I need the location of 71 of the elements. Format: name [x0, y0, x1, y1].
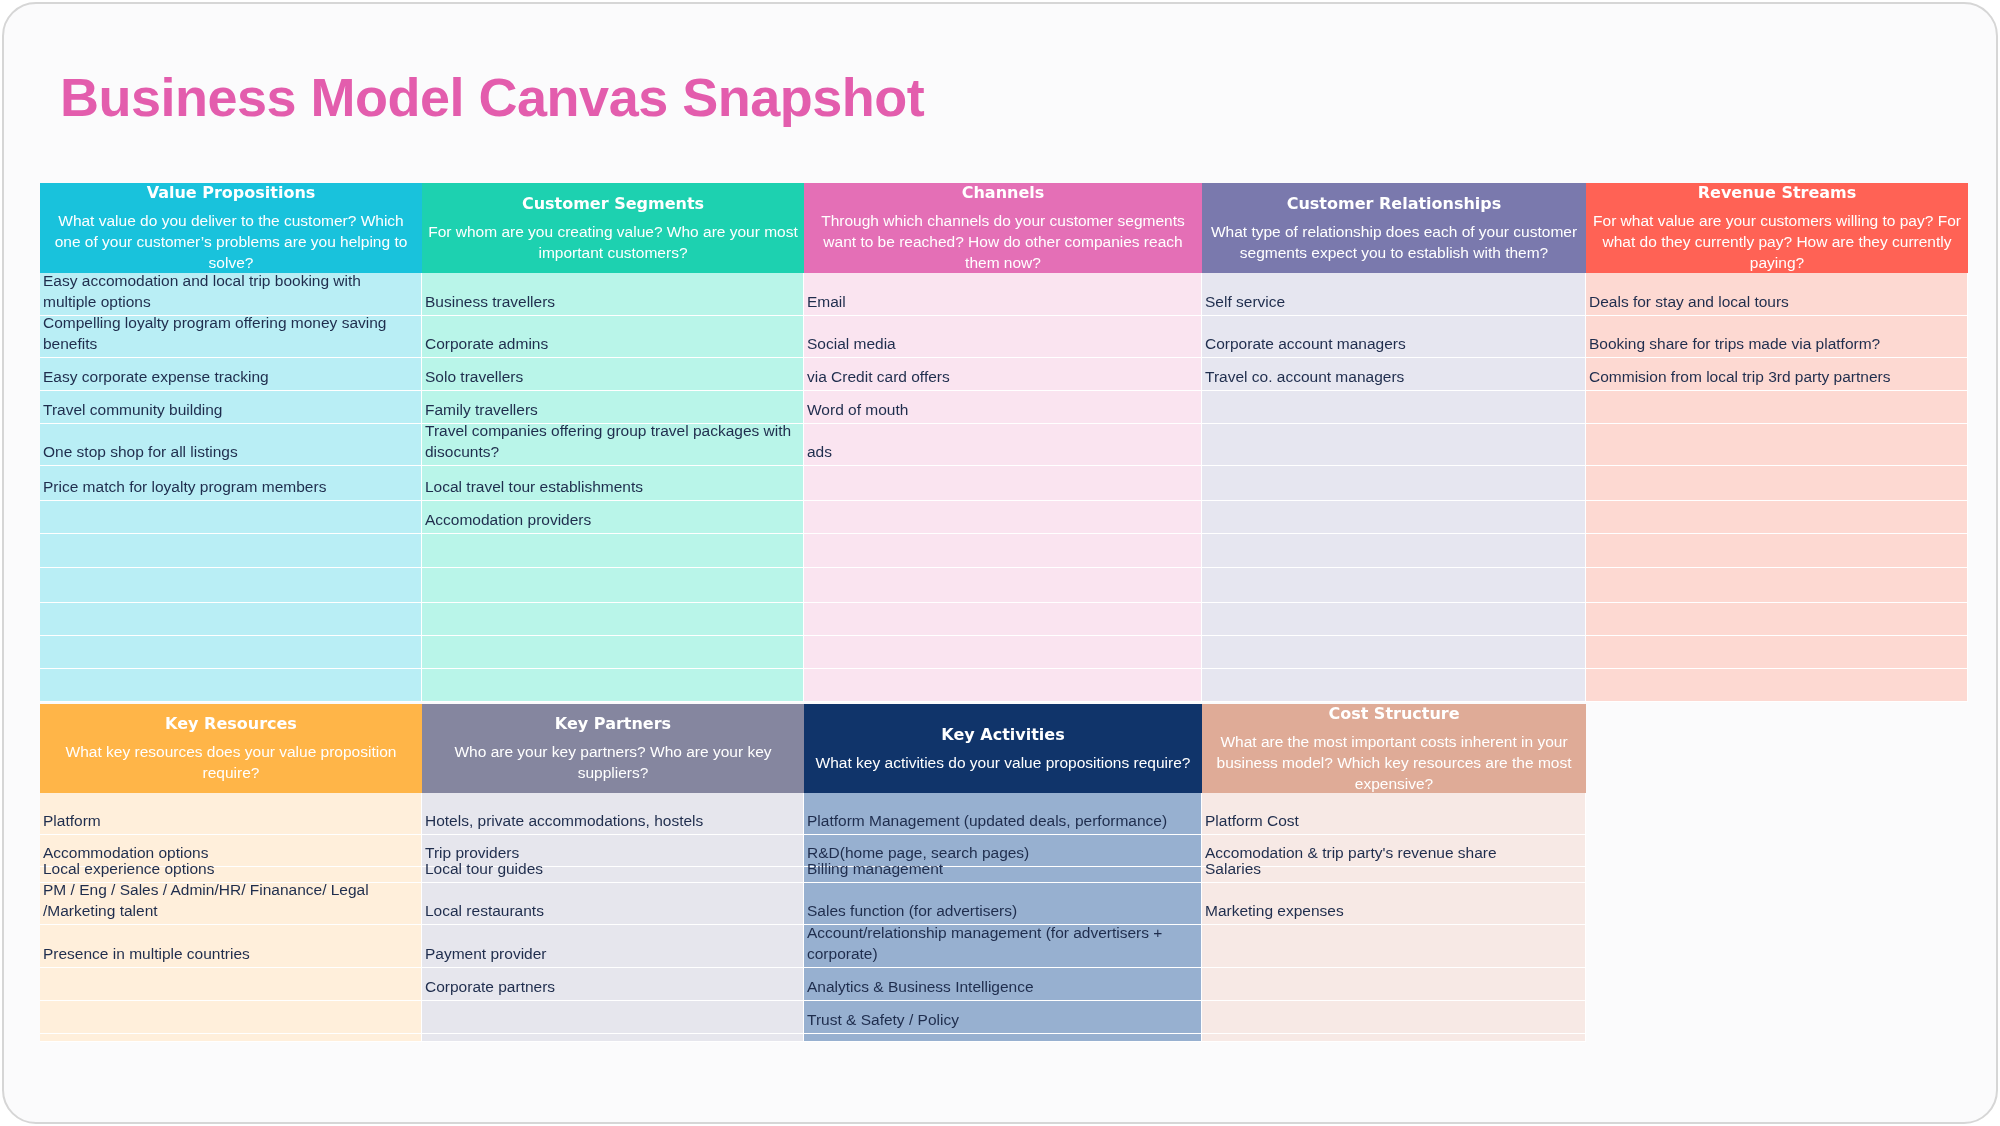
cell-text: Travel co. account managers: [1205, 367, 1405, 387]
header-title: Key Activities: [941, 724, 1065, 744]
cell-text: Booking share for trips made via platform?: [1589, 334, 1881, 354]
cell-text: Easy corporate expense tracking: [43, 367, 269, 387]
cell-text: Price match for loyalty program members: [43, 477, 327, 497]
header-title: Channels: [961, 183, 1045, 202]
cell-text: Easy accomodation and local trip booking with multiple options: [43, 271, 362, 312]
header-question: For whom are you creating value? Who are your most important customers?: [428, 221, 798, 263]
cell-text: Business travellers: [425, 292, 556, 312]
header-title: Revenue Streams: [1697, 183, 1857, 202]
cell-text: Travel companies offering group travel packages with disocunts?: [425, 421, 793, 462]
cell-text: Self service: [1205, 292, 1286, 312]
cell-text: Account/relationship management (for advertisers + corporate): [807, 923, 1164, 964]
cell-text: Platform Management (updated deals, performance): [807, 811, 1168, 831]
cell-text: Presence in multiple countries: [43, 944, 250, 964]
header-question: What type of relationship does each of your customer segments expect you to establish with them?: [1209, 221, 1579, 263]
cell-text: Corporate account managers: [1205, 334, 1406, 354]
cell-text: PM / Eng / Sales / Admin/HR/ Finanance/ Legal /Marketing talent: [43, 880, 370, 921]
header-question: What key activities do your value propositions require?: [815, 752, 1191, 773]
cell-text: Hotels, private accommodations, hostels: [425, 811, 704, 831]
cell-text: Local experience options: [43, 860, 215, 879]
cell-text: Accomodation providers: [425, 510, 592, 530]
header-title: Customer Segments: [521, 193, 705, 213]
cell-text: Payment provider: [425, 944, 547, 964]
cell-text: Trip providers: [425, 843, 520, 863]
header-question: What are the most important costs inherent in your business model? Which key resources are the most expensive?: [1215, 731, 1573, 794]
column-header: [1202, 704, 1586, 793]
cell-text: Local tour guides: [425, 860, 544, 879]
cell-text: Platform: [43, 811, 101, 831]
cell-text: Corporate partners: [425, 977, 556, 997]
cell-text: Sales function (for advertisers): [807, 901, 1018, 921]
header-question: What key resources does your value proposition require?: [64, 742, 398, 783]
cell-text: R&D(home page, search pages): [807, 843, 1030, 863]
column-header: [422, 183, 804, 273]
header-question: What value do you deliver to the customer? Which one of your customer’s problems are you helping to solve?: [53, 211, 409, 273]
column-header: [804, 704, 1202, 793]
cell-text: Trust & Safety / Policy: [807, 1010, 959, 1030]
cell-text: via Credit card offers: [807, 367, 950, 387]
column-header: [40, 183, 422, 273]
cell-text: Social media: [807, 334, 896, 354]
header-title: Customer Relationships: [1286, 193, 1502, 213]
cell-text: Word of mouth: [807, 400, 909, 420]
header-title: Key Resources: [165, 714, 297, 733]
cell-text: Local travel tour establishments: [425, 477, 643, 497]
cell-text: One stop shop for all listings: [43, 442, 238, 462]
column-header: [1202, 183, 1586, 273]
header-question: For what value are your customers willing to pay? For what do they currently pay? How are they currently paying?: [1592, 211, 1962, 273]
header-title: Value Propositions: [146, 183, 316, 202]
column-header: [422, 704, 804, 793]
cell-text: Analytics & Business Intelligence: [807, 977, 1034, 997]
page-title: Business Model Canvas Snapshot: [60, 66, 925, 128]
cell-text: Family travellers: [425, 400, 538, 420]
column-header: [1586, 183, 1968, 273]
cell-text: Email: [807, 292, 846, 312]
cell-text: Deals for stay and local tours: [1589, 292, 1789, 312]
column-header: [40, 704, 422, 793]
header-title: Key Partners: [554, 714, 672, 733]
cell-text: Platform Cost: [1205, 811, 1299, 831]
cell-text: Compelling loyalty program offering money saving benefits: [43, 313, 388, 354]
cell-text: Local restaurants: [425, 901, 544, 921]
cell-text: ads: [807, 442, 832, 462]
cell-text: Commision from local trip 3rd party partners: [1589, 367, 1891, 387]
cell-text: Travel community building: [43, 400, 223, 420]
header-question: Through which channels do your customer segments want to be reached? How do other companies reach them now?: [820, 211, 1186, 273]
cell-text: Marketing expenses: [1205, 901, 1344, 921]
column-header: [804, 183, 1202, 273]
cell-text: Solo travellers: [425, 367, 524, 387]
header-title: Cost Structure: [1328, 703, 1460, 723]
cell-text: Accommodation options: [43, 843, 209, 863]
header-question: Who are your key partners? Who are your key suppliers?: [453, 742, 773, 783]
cell-text: Corporate admins: [425, 334, 549, 354]
